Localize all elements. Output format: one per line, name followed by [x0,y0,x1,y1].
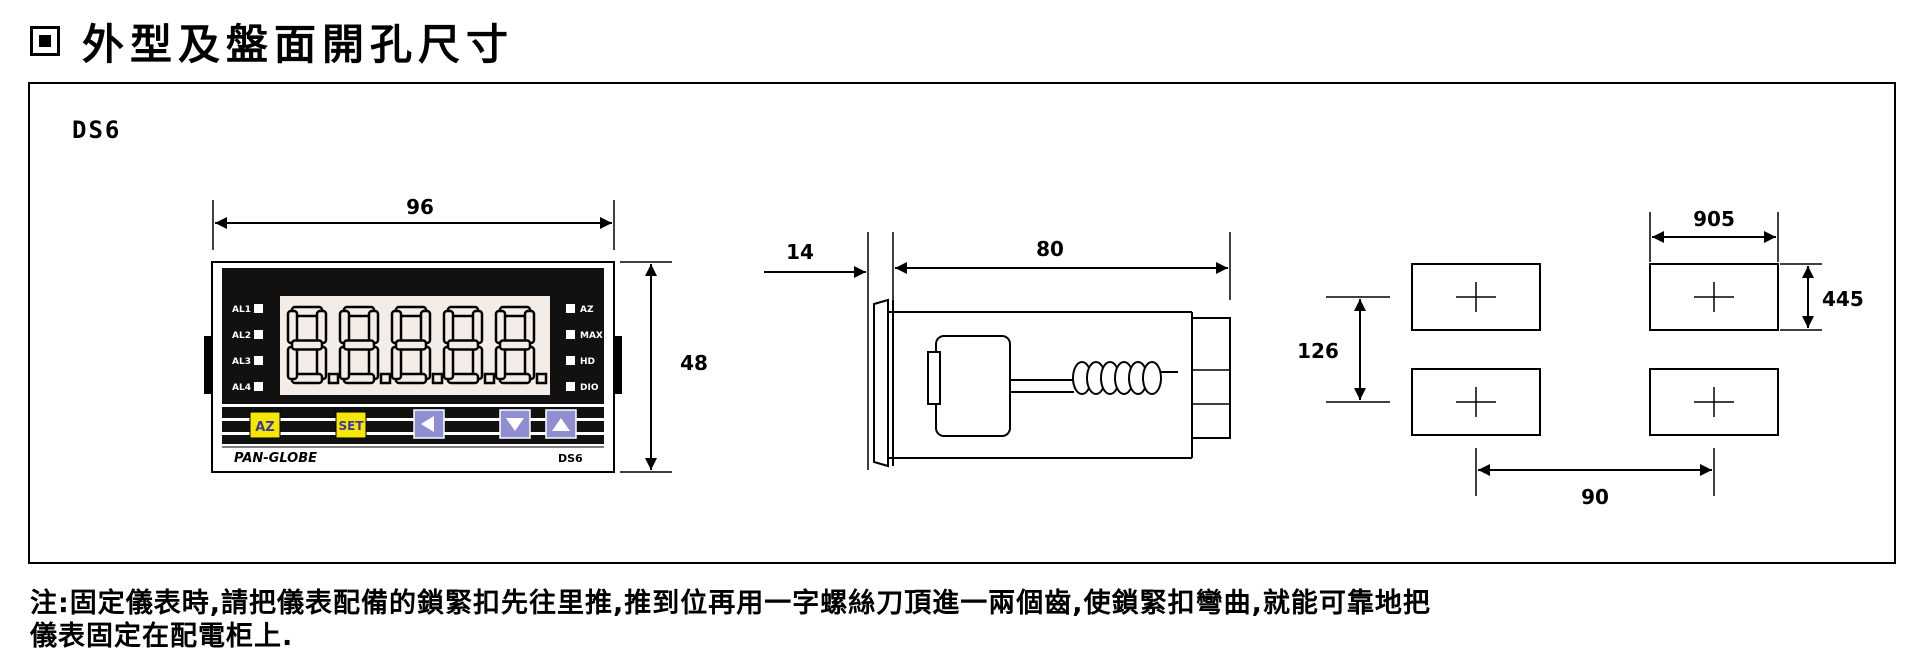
led-label: DIO [580,383,599,393]
right-mounting-clip [614,336,622,394]
down-arrow-icon [506,418,524,431]
az-button[interactable] [249,411,281,439]
diagram-frame [28,82,1896,564]
seven-segment-display [286,305,548,385]
decimal-point [327,372,340,385]
horizontal-pitch-label: 90 [1581,485,1609,509]
led-label: AL1 [232,305,251,315]
height-dimension-label: 48 [680,351,708,375]
led-indicator [566,330,575,339]
led-label: AL2 [232,331,251,341]
brand-label: PAN-GLOBE [234,451,317,466]
digit-segment [442,309,455,345]
led-label: AL3 [232,357,251,367]
led-indicator [254,330,263,339]
az-button-label: AZ [255,420,275,435]
led-indicator [566,382,575,391]
vertical-pitch-label: 126 [1297,339,1339,363]
note-line: 儀表固定在配電柜上. [30,621,294,652]
led-indicator [566,304,575,313]
section-title: 外型及盤面開孔尺寸 [82,19,515,69]
clip-screw [1072,361,1178,395]
up-arrow-icon [552,418,570,431]
bezel-dimension-label: 14 [786,240,814,264]
led-label: HD [580,357,595,367]
cutout-view: 905 445 126 90 [1297,207,1864,509]
model-label: DS6 [558,452,583,465]
button-row [222,404,604,435]
digit-segment [498,339,532,351]
cutout-width-label: 905 [1693,207,1735,231]
led-indicator [254,356,263,365]
front-view: 96 48 AL1 AL2 AL3 AL4 AZ [204,195,708,473]
decimal-point [431,372,444,385]
depth-dimension-label: 80 [1036,237,1064,261]
set-button[interactable] [335,411,367,439]
digit-segment [446,339,480,351]
led-label: AL4 [232,383,251,393]
digit-segment [419,309,432,345]
section-header: 外型及盤面開孔尺寸 [30,14,514,69]
installation-note: 注:固定儀表時,請把儀表配備的鎖緊扣先往里推,推到位再用一字螺絲刀頂進一兩個齒,… [30,587,1431,653]
digit-segment [442,345,455,381]
side-view: 14 80 [764,232,1231,470]
digit-segment [367,309,380,345]
digit-segment [494,309,507,345]
led-indicator [254,304,263,313]
center-crosses [1456,282,1734,417]
cutout-height-label: 445 [1822,287,1864,311]
digit-segment [286,345,299,381]
mounting-clip [935,335,1011,437]
digit-segment [394,339,428,351]
digit-segment [523,309,536,345]
left-mounting-clip [204,336,212,394]
square-bullet-icon [30,26,60,56]
digit-segment [315,309,328,345]
led-indicator [254,382,263,391]
digit-segment [390,309,403,345]
note-line: 注:固定儀表時,請把儀表配備的鎖緊扣先往里推,推到位再用一字螺絲刀頂進一兩個齒,… [30,588,1431,619]
led-indicator [566,356,575,365]
led-label: MAX [580,331,603,341]
digit-segment [338,309,351,345]
digit-segment [286,309,299,345]
decimal-point [535,372,548,385]
front-bezel [873,298,889,468]
led-label: AZ [580,305,594,315]
width-dimension-label: 96 [406,195,434,219]
digit-segment [290,339,324,351]
digit-segment [342,339,376,351]
decimal-point [483,372,496,385]
digit-segment [338,345,351,381]
digit-segment [390,345,403,381]
set-button-label: SET [338,419,364,433]
right-led-group: AZ MAX HD DIO [566,304,603,393]
digit-segment [494,345,507,381]
left-led-group: AL1 AL2 AL3 AL4 [232,304,263,393]
left-arrow-icon [421,416,434,432]
model-name: DS6 [72,116,122,144]
digit-segment [471,309,484,345]
rear-terminal-block [1191,317,1231,439]
decimal-point [379,372,392,385]
